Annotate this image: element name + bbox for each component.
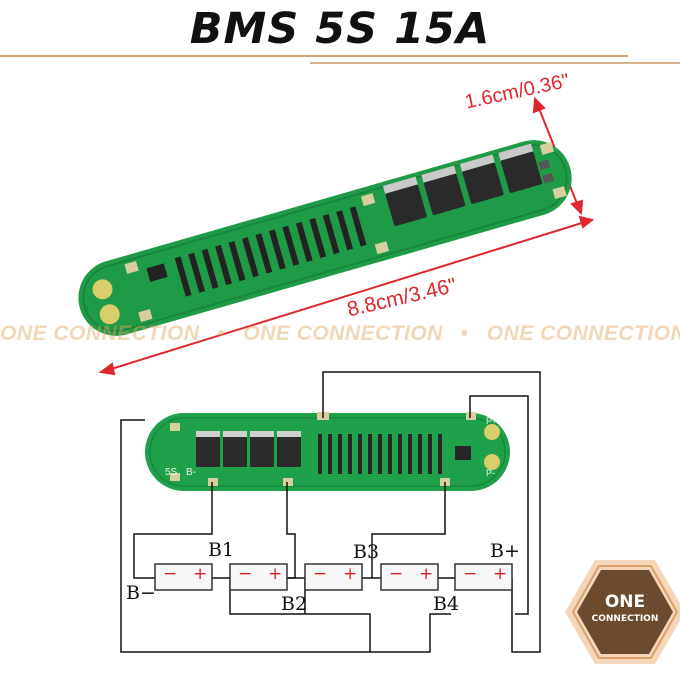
silkscreen-b-minus: B- xyxy=(186,467,196,478)
cell3-minus: − xyxy=(313,564,328,584)
logo-line1: ONE xyxy=(604,592,646,612)
silkscreen-p-plus: P+ xyxy=(486,416,498,426)
watermark-separator: • xyxy=(217,322,226,345)
watermark-text: ONE CONNECTION xyxy=(486,322,680,345)
watermark-text: ONE CONNECTION xyxy=(243,322,443,345)
watermark-text: ONE CONNECTION xyxy=(0,322,200,345)
watermark-band: ONE CONNECTION • ONE CONNECTION • ONE CONNEC… xyxy=(0,322,680,346)
label-b4: B4 xyxy=(433,593,460,615)
logo-line2: CONNECTION xyxy=(591,614,659,624)
cell5-plus: + xyxy=(493,564,508,584)
cell5-minus: − xyxy=(463,564,478,584)
cell2-plus: + xyxy=(268,564,283,584)
one-connection-logo xyxy=(565,560,680,664)
length-dimension-arrow xyxy=(98,215,595,376)
silkscreen-cells: 5S xyxy=(165,467,178,478)
title-underline xyxy=(0,55,628,57)
wiring-diagram xyxy=(120,371,541,653)
battery-cells xyxy=(154,563,513,591)
silkscreen-p-minus: P- xyxy=(486,468,495,478)
title-underline-accent xyxy=(310,62,680,64)
label-b1: B1 xyxy=(208,539,235,561)
watermark-separator: • xyxy=(460,322,469,345)
label-b-minus: B− xyxy=(126,582,156,604)
cell1-minus: − xyxy=(163,564,178,584)
cell4-plus: + xyxy=(419,564,434,584)
cell1-plus: + xyxy=(193,564,208,584)
cell3-plus: + xyxy=(343,564,358,584)
cell2-minus: − xyxy=(238,564,253,584)
pcb-bottom-photo xyxy=(145,412,510,491)
label-b2: B2 xyxy=(281,593,308,615)
pcb-top-photo xyxy=(78,140,572,336)
cell4-minus: − xyxy=(389,564,404,584)
product-title: BMS 5S 15A xyxy=(189,4,491,54)
label-b3: B3 xyxy=(353,541,380,563)
label-b-plus: B+ xyxy=(490,540,520,562)
